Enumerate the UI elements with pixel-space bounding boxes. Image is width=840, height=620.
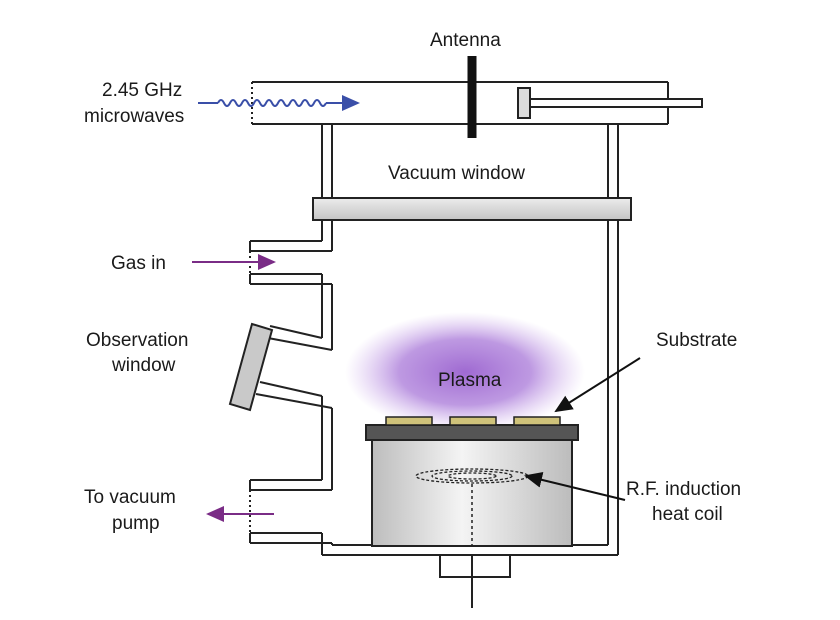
label-heat-coil: heat coil [652,504,723,525]
label-to-vacuum: To vacuum [84,487,176,508]
label-rf-induction: R.F. induction [626,479,741,500]
label-vacuum-window: Vacuum window [388,163,525,184]
stage-top-plate [365,424,579,441]
rf-coil-pointer [524,471,626,501]
label-pump: pump [112,513,160,534]
tuning-plunger [517,87,703,119]
label-microwaves: microwaves [84,106,184,127]
observation-window-plate [228,322,274,412]
vacuum-window-plate [312,197,632,221]
label-antenna: Antenna [430,30,501,51]
label-observation: Observation [86,330,188,351]
label-gas-in: Gas in [111,253,166,274]
observation-port [255,325,333,409]
substrate-pointer [554,357,641,413]
vacuum-pump-port [249,479,332,544]
plasma-glow [345,312,585,432]
label-plasma: Plasma [438,370,502,391]
microwave-arrow [198,95,360,111]
label-substrate: Substrate [656,330,737,351]
stage-stem [439,484,511,608]
substrate-pieces [385,416,561,426]
label-microwave-freq: 2.45 GHz [102,80,182,101]
label-window: window [111,355,176,376]
